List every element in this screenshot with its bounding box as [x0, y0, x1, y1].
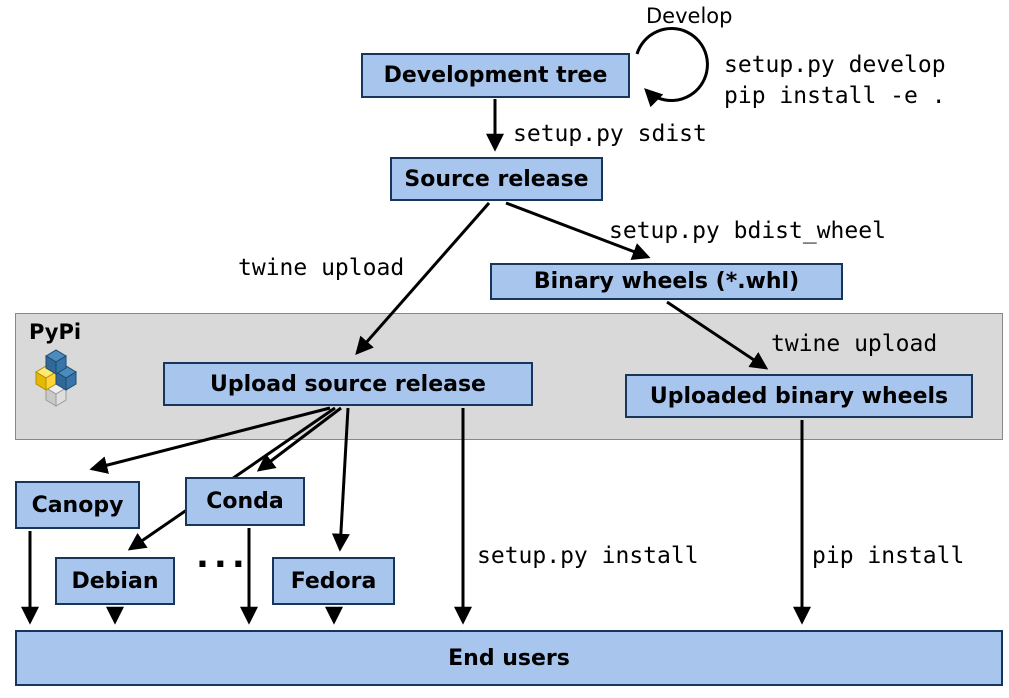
pypi-logo-icon	[35, 349, 77, 407]
edge-twine-upload-source	[355, 202, 491, 356]
pypi-band-label: PyPi	[29, 320, 82, 344]
node-uploaded-binary-wheels: Uploaded binary wheels	[625, 374, 973, 418]
ellipsis-more-distros: ...	[196, 536, 250, 576]
node-upload-source-release: Upload source release	[163, 362, 533, 406]
node-canopy: Canopy	[15, 481, 140, 529]
pypi-cube-white	[45, 381, 67, 407]
node-fedora: Fedora	[272, 557, 395, 605]
node-end-users: End users	[15, 630, 1003, 686]
node-source-release: Source release	[390, 157, 603, 201]
edge-label-develop: Develop	[646, 4, 733, 28]
edge-to-conda	[256, 406, 342, 472]
node-development-tree: Development tree	[361, 53, 630, 98]
edge-to-canopy	[89, 406, 331, 474]
pypi-cube-blue-right	[55, 365, 77, 391]
edge-label-twine-upload-right: twine upload	[771, 331, 938, 357]
edge-develop-self-loop	[635, 27, 709, 108]
node-conda: Conda	[185, 477, 305, 526]
edge-label-pip-install-e: pip install -e .	[724, 83, 946, 109]
node-binary-wheels: Binary wheels (*.whl)	[490, 263, 843, 300]
edge-to-fedora	[331, 407, 350, 552]
edge-label-setup-develop: setup.py develop	[724, 52, 946, 78]
edge-label-pip-install: pip install	[812, 543, 965, 569]
pypi-cube-blue-top	[45, 349, 67, 375]
edge-label-setup-sdist: setup.py sdist	[513, 121, 707, 147]
node-debian: Debian	[55, 557, 175, 605]
edge-label-setup-install: setup.py install	[477, 543, 699, 569]
edge-twine-upload-wheels	[666, 300, 769, 370]
edge-label-setup-bdist-wheel: setup.py bdist_wheel	[609, 218, 886, 244]
edge-bdist-wheel	[505, 201, 651, 260]
edge-label-twine-upload-left: twine upload	[238, 255, 405, 281]
